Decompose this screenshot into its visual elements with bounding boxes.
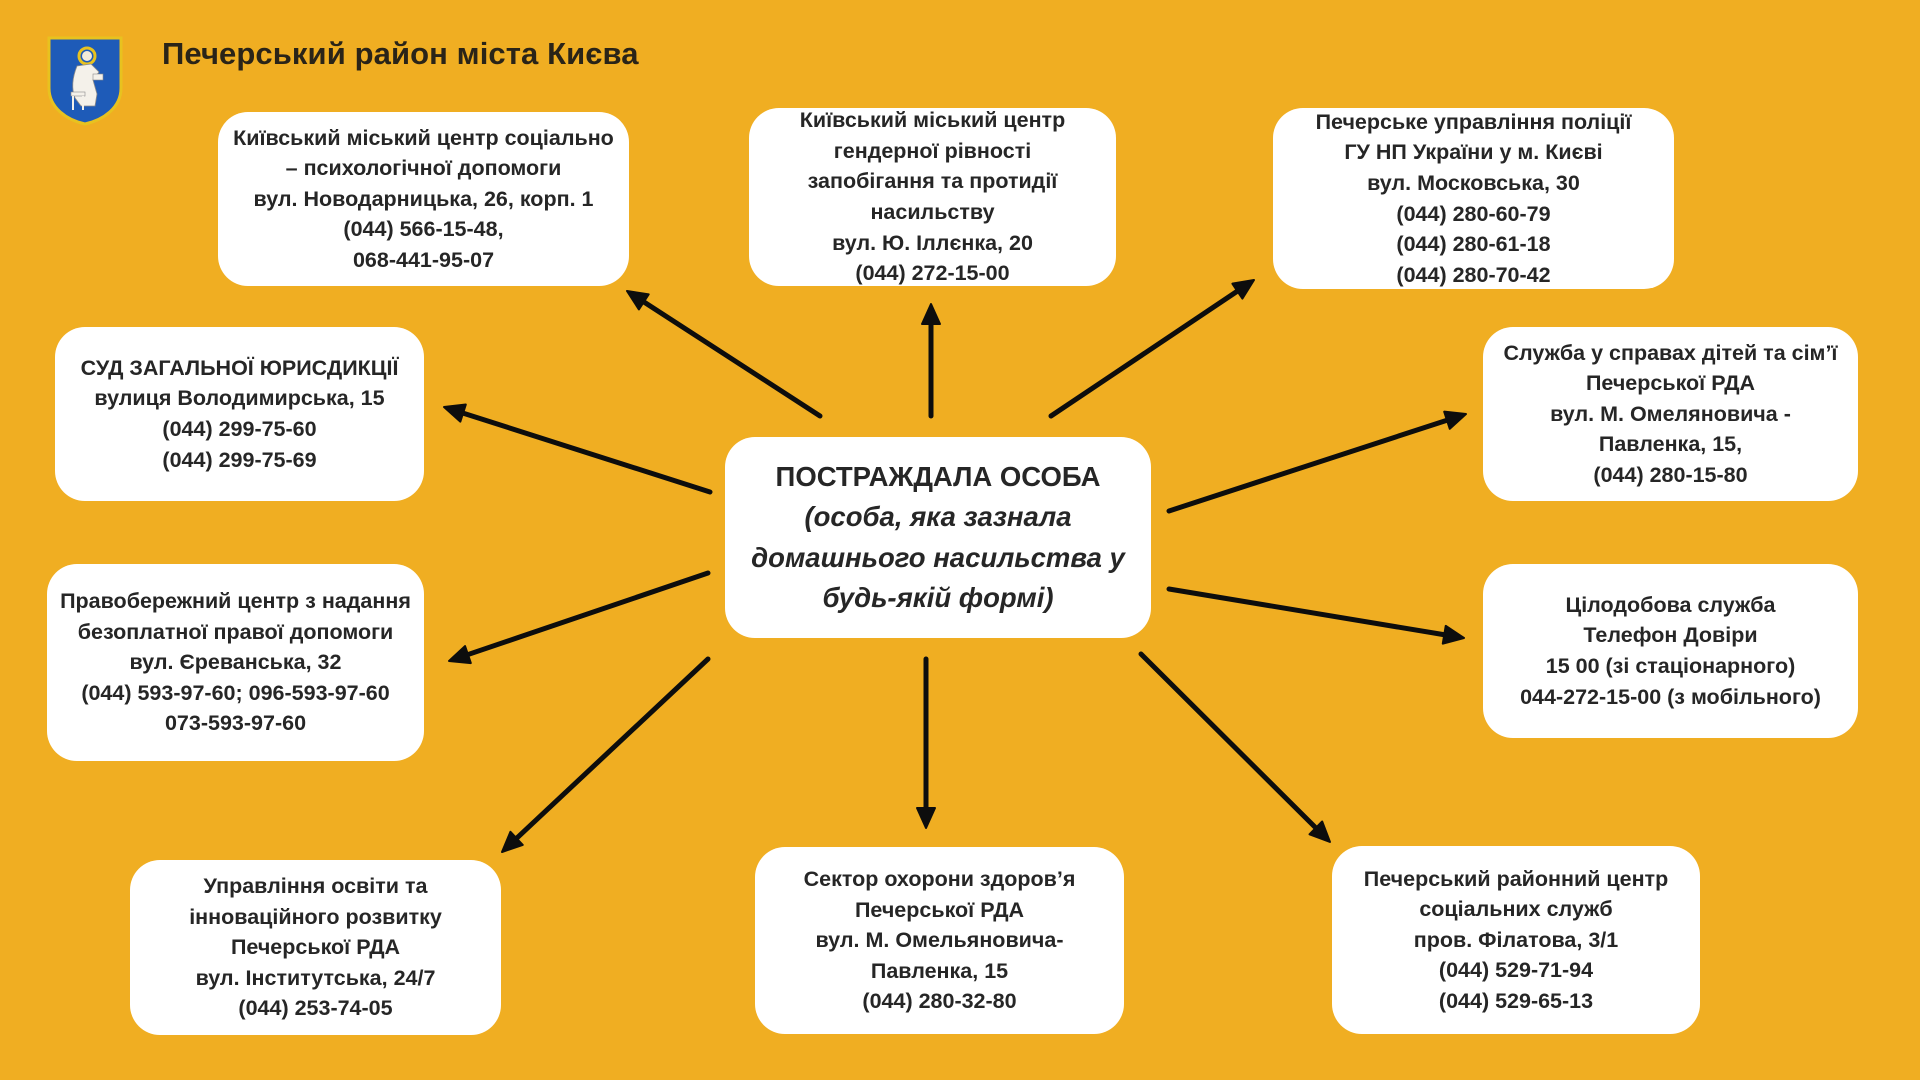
service-box-gender-equality-center: Київський міський центр гендерної рівнос… bbox=[749, 108, 1116, 286]
coat-of-arms-icon bbox=[47, 36, 123, 126]
service-line: насильству bbox=[870, 200, 995, 224]
arrowhead-icon bbox=[921, 303, 941, 325]
service-line: Печерський районний центр bbox=[1363, 866, 1669, 891]
service-box-hotline: Цілодобова служба Телефон Довіри 15 00 (… bbox=[1483, 564, 1858, 738]
service-phone: 073-593-97-60 bbox=[164, 711, 307, 736]
service-line: соціальних служб bbox=[1419, 897, 1613, 922]
service-box-children-family-service: Служба у справах дітей та сім’ї Печерськ… bbox=[1483, 327, 1858, 501]
center-subtitle-line: будь-якій формі) bbox=[822, 582, 1054, 613]
service-line: інноваційного розвитку bbox=[189, 904, 442, 929]
arrow-to-legal-aid-center bbox=[465, 570, 711, 658]
center-subtitle-line: домашнього насильства у bbox=[751, 541, 1125, 573]
service-line: Сектор охорони здоров’я bbox=[803, 867, 1076, 892]
service-phone: (044) 299-75-69 bbox=[162, 447, 317, 472]
service-line: вул. М. Омельяновича- bbox=[815, 928, 1064, 953]
service-phone: (044) 253-74-05 bbox=[238, 996, 393, 1021]
service-line: Управління освіти та bbox=[203, 874, 428, 899]
service-line: Печерської РДА bbox=[854, 897, 1025, 922]
service-line: Цілодобова служба bbox=[1565, 592, 1776, 617]
service-line: вул. Ю. Іллєнка, 20 bbox=[832, 230, 1033, 255]
service-line: Павленка, 15, bbox=[1598, 432, 1743, 457]
service-line: Київський міський центр bbox=[799, 108, 1066, 133]
service-phone: (044) 299-75-60 bbox=[162, 417, 317, 441]
arrow-to-social-psych-center bbox=[641, 299, 823, 419]
service-phone: 15 00 (зі стаціонарного) bbox=[1545, 654, 1796, 678]
arrow-to-education-department bbox=[514, 656, 711, 841]
arrowhead-icon bbox=[501, 830, 524, 853]
service-line: пров. Філатова, 3/1 bbox=[1413, 927, 1619, 952]
service-line: Павленка, 15 bbox=[870, 958, 1009, 983]
arrowhead-icon bbox=[1441, 624, 1465, 645]
service-line: – психологічної допомоги bbox=[285, 156, 562, 181]
service-box-police: Печерське управління поліції ГУ НП Украї… bbox=[1273, 108, 1674, 289]
arrowhead-icon bbox=[448, 645, 472, 665]
service-line: СУД ЗАГАЛЬНОЇ ЮРИСДИКЦІЇ bbox=[80, 355, 399, 380]
service-line: Служба у справах дітей та сім’ї bbox=[1503, 340, 1838, 365]
arrow-to-police bbox=[1048, 288, 1240, 419]
arrow-to-children-family-service bbox=[1166, 417, 1450, 514]
service-phone: 044-272-15-00 (з мобільного) bbox=[1520, 684, 1821, 709]
service-phone: (044) 280-61-18 bbox=[1396, 232, 1551, 257]
service-line: Печерської РДА bbox=[230, 935, 401, 960]
service-phone: (044) 280-32-80 bbox=[862, 989, 1017, 1014]
arrowhead-icon bbox=[443, 403, 467, 423]
service-box-social-psych-center: Київський міський центр соціально – псих… bbox=[218, 112, 629, 286]
arrowhead-icon bbox=[916, 807, 936, 829]
service-box-court: СУД ЗАГАЛЬНОЇ ЮРИСДИКЦІЇ вулиця Володими… bbox=[55, 327, 424, 501]
service-box-social-services-center: Печерський районний центр соціальних слу… bbox=[1332, 846, 1700, 1034]
arrowhead-icon bbox=[1308, 820, 1331, 843]
service-line: вул. М. Омеляновича - bbox=[1550, 401, 1791, 426]
service-line: вул. Новодарницька, 26, корп. 1 bbox=[253, 186, 594, 211]
arrowhead-icon bbox=[1231, 279, 1255, 300]
arrow-to-social-services-center bbox=[1138, 651, 1319, 831]
service-line: безоплатної правої допомоги bbox=[77, 619, 394, 644]
service-phone: 068-441-95-07 bbox=[352, 247, 495, 272]
service-phone: (044) 280-15-80 bbox=[1593, 462, 1748, 487]
service-line: запобігання та протидії bbox=[807, 169, 1058, 194]
service-phone: (044) 529-71-94 bbox=[1438, 958, 1594, 983]
service-box-health-sector: Сектор охорони здоров’я Печерської РДА в… bbox=[755, 847, 1124, 1034]
service-box-education-department: Управління освіти та інноваційного розви… bbox=[130, 860, 501, 1035]
arrowhead-icon bbox=[626, 290, 650, 311]
service-line: вулиця Володимирська, 15 bbox=[94, 386, 385, 411]
service-line: вул. Московська, 30 bbox=[1367, 170, 1580, 195]
center-title: ПОСТРАЖДАЛА ОСОБА bbox=[775, 460, 1101, 492]
service-phone: (044) 280-70-42 bbox=[1396, 262, 1551, 287]
service-phone: (044) 272-15-00 bbox=[855, 261, 1010, 286]
page-title: Печерський район міста Києва bbox=[162, 36, 639, 71]
arrowhead-icon bbox=[1443, 410, 1467, 430]
service-line: Київський міський центр соціально bbox=[233, 125, 614, 150]
service-line: гендерної рівності bbox=[833, 138, 1032, 163]
center-subtitle-line: (особа, яка зазнала bbox=[804, 501, 1072, 532]
service-phone: (044) 529-65-13 bbox=[1438, 988, 1594, 1013]
service-line: ГУ НП України у м. Києві bbox=[1344, 140, 1603, 165]
service-phone: (044) 280-60-79 bbox=[1396, 201, 1551, 226]
service-line: вул. Інститутська, 24/7 bbox=[195, 965, 436, 990]
service-line: Телефон Довіри bbox=[1583, 623, 1758, 648]
service-phone: (044) 566-15-48, bbox=[343, 217, 504, 242]
center-node-victim: ПОСТРАЖДАЛА ОСОБА (особа, яка зазнала до… bbox=[725, 437, 1151, 638]
service-line: Печерської РДА bbox=[1585, 371, 1756, 396]
service-line: Правобережний центр з надання bbox=[60, 589, 411, 614]
arrow-to-hotline bbox=[1166, 586, 1447, 638]
service-line: вул. Єреванська, 32 bbox=[129, 650, 342, 675]
service-box-legal-aid-center: Правобережний центр з надання безоплатно… bbox=[47, 564, 424, 761]
service-line: Печерське управління поліції bbox=[1315, 109, 1632, 134]
service-phone: (044) 593-97-60; 096-593-97-60 bbox=[81, 680, 390, 705]
arrow-to-court bbox=[460, 410, 713, 495]
